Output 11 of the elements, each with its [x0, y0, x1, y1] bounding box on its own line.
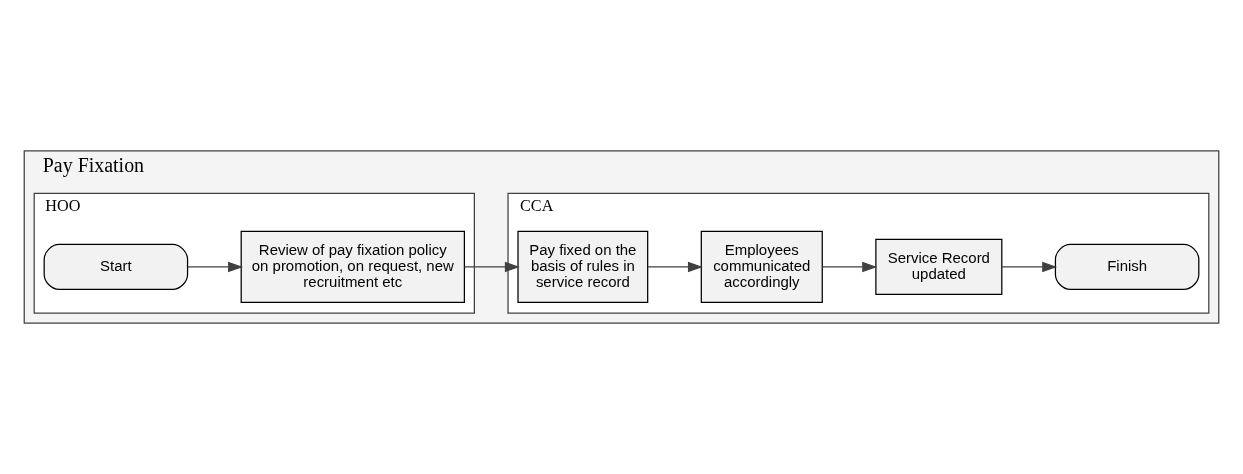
node-box: Finish	[1054, 243, 1200, 290]
node-box: Pay fixed on the basis of rules in service record	[517, 230, 649, 304]
arrow	[647, 261, 703, 273]
node-box: Employees communicated accordingly	[700, 230, 823, 304]
arrow	[463, 261, 520, 273]
node-box: Start	[43, 243, 189, 290]
node-box: Review of pay fixation policy on promotion, on request, new recruitment etc	[240, 230, 465, 304]
node-box: Service Record updated	[875, 238, 1003, 295]
arrow	[187, 261, 244, 273]
arrow	[822, 261, 878, 273]
arrow	[1001, 261, 1058, 273]
